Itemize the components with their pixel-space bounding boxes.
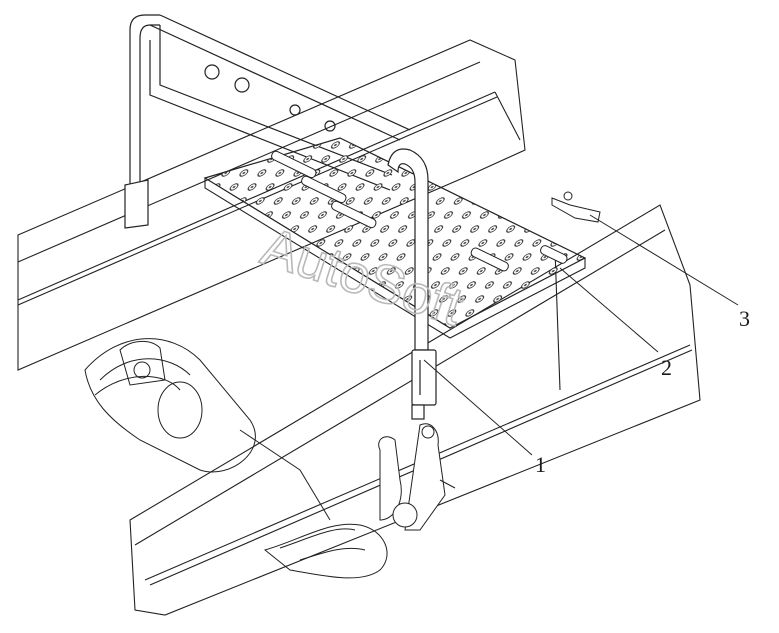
hose-assembly	[263, 523, 388, 579]
ladder-bracket	[378, 423, 456, 531]
cross-member	[84, 338, 331, 521]
callout-labels: 1 2 3	[535, 306, 750, 477]
callout-1: 1	[535, 452, 546, 477]
handrail-front	[387, 148, 437, 420]
step-plate	[203, 137, 587, 339]
mounting-clip	[551, 191, 601, 223]
callout-3: 3	[739, 306, 750, 331]
callout-2: 2	[661, 355, 672, 380]
leader-lines	[423, 214, 739, 456]
